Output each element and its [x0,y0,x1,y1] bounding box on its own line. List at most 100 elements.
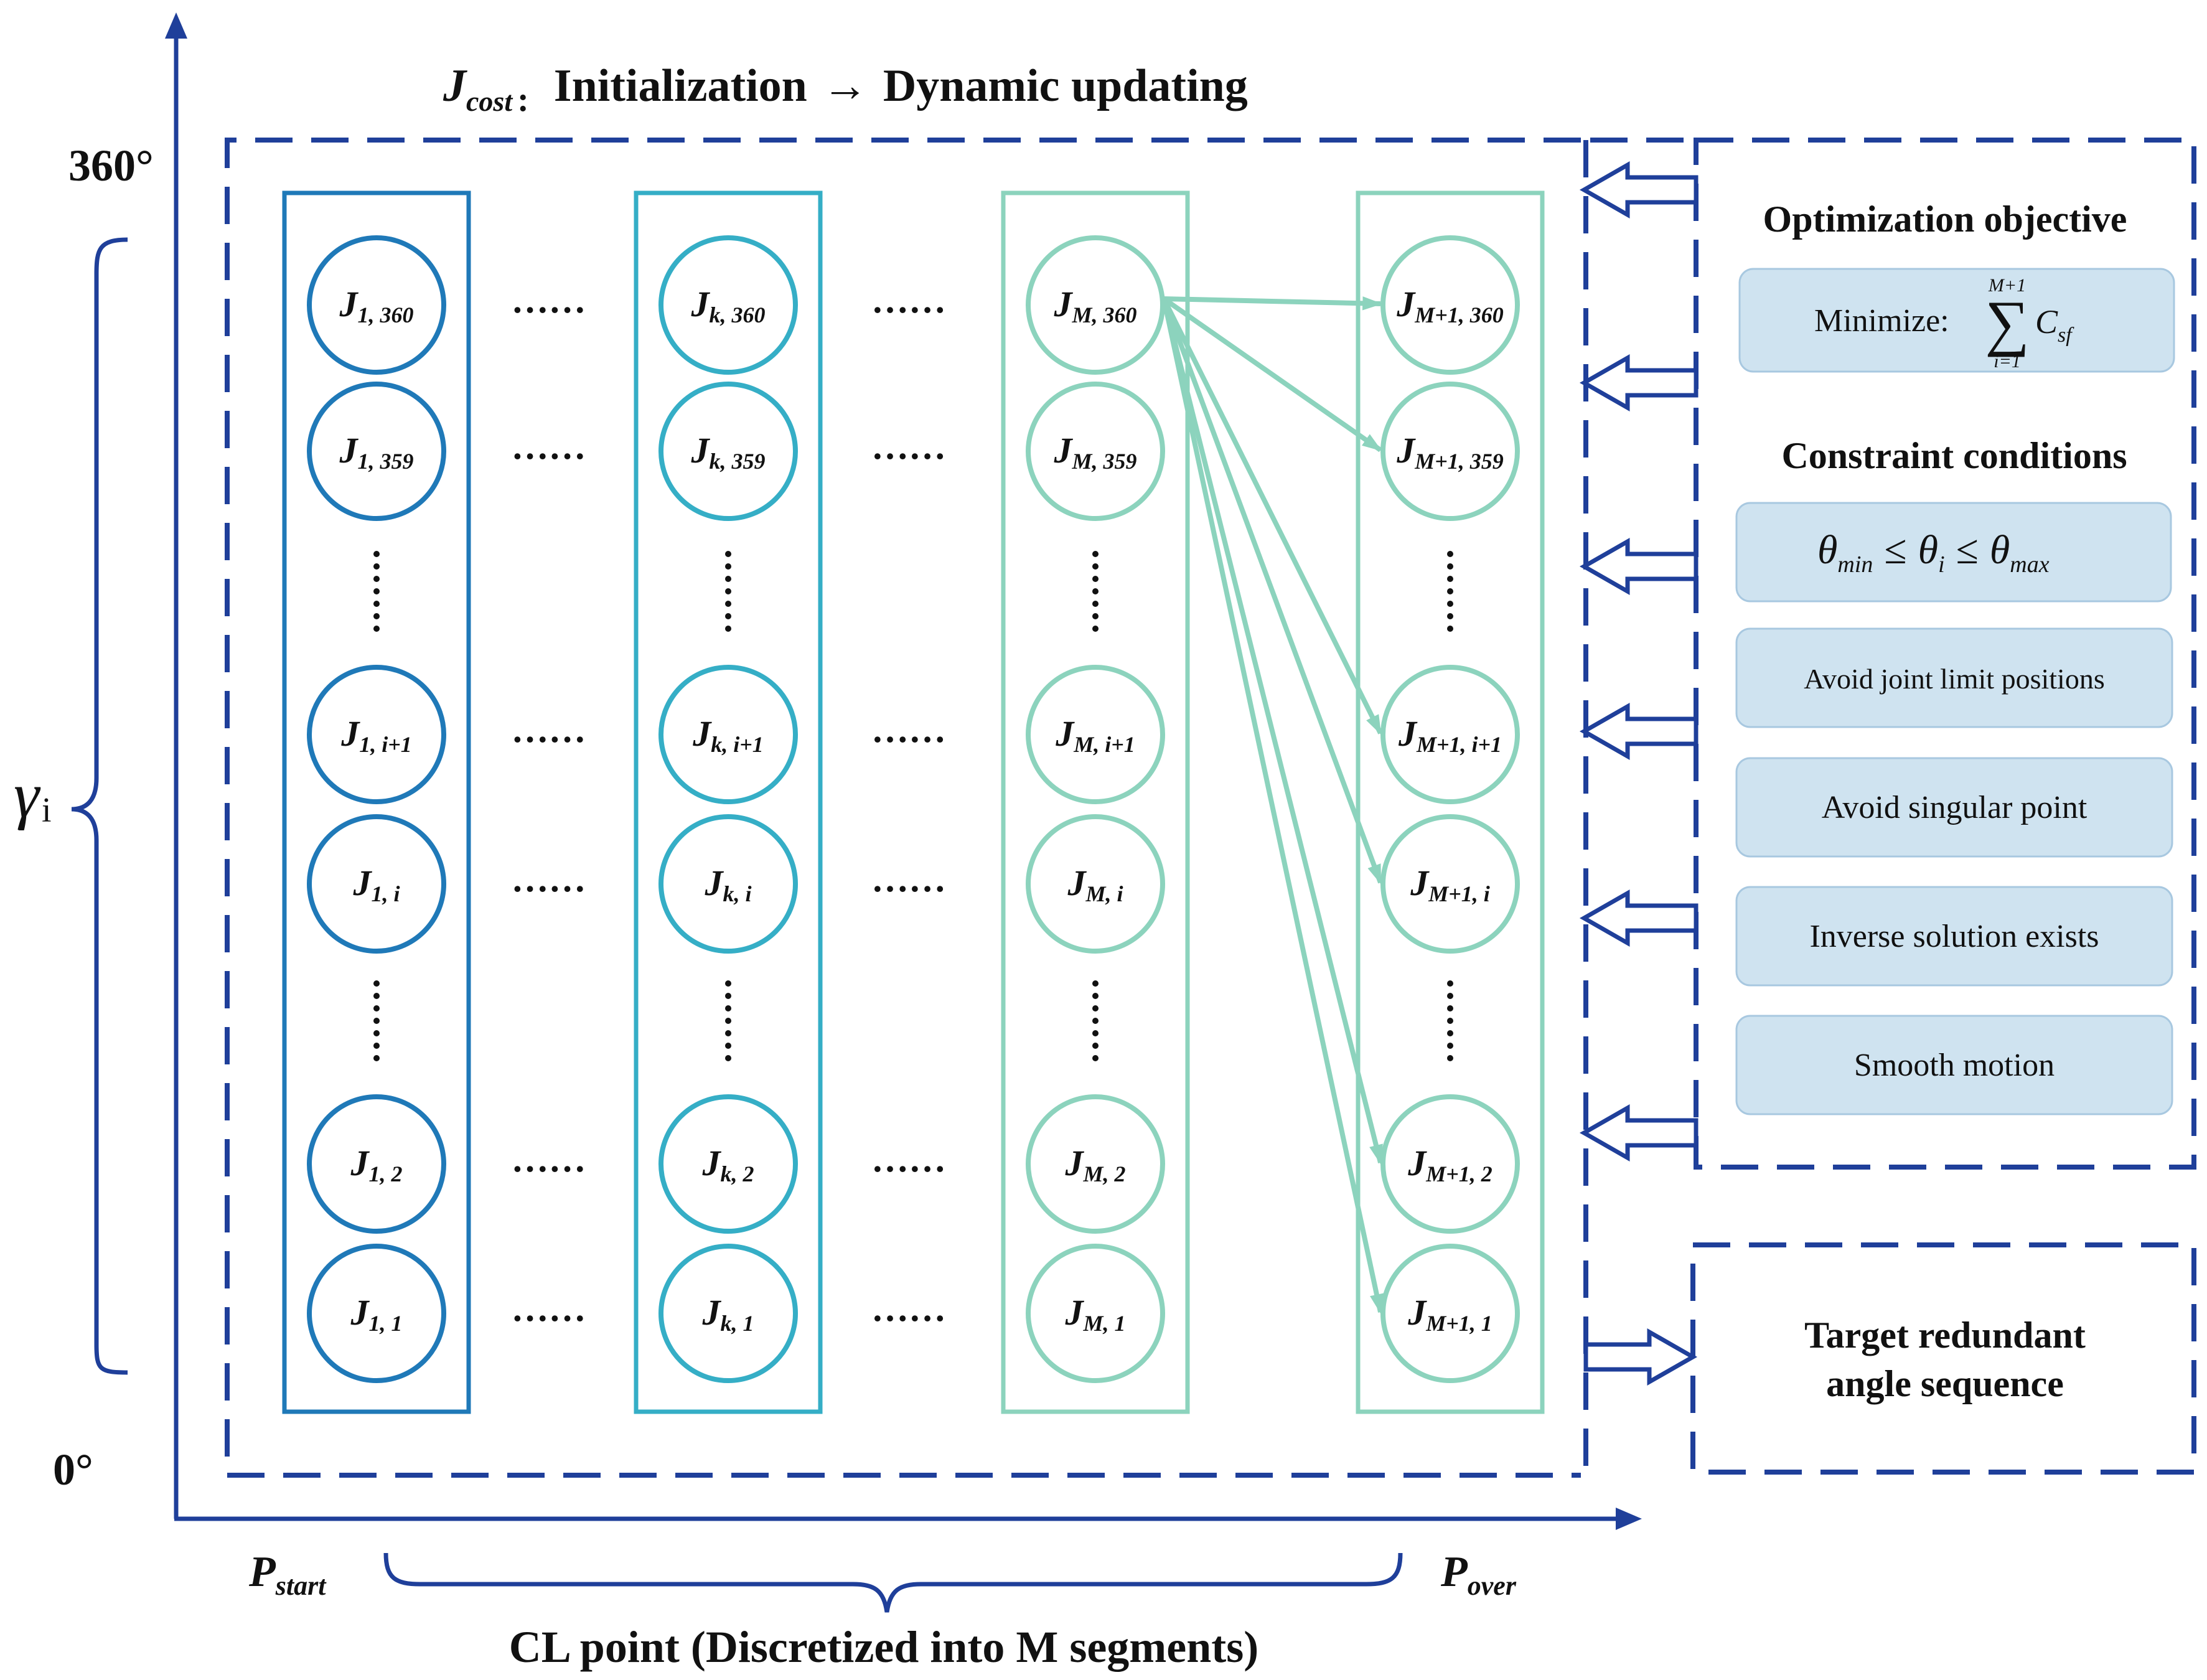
gamma-symbol: γ [14,759,41,831]
node-letter: J [691,430,711,471]
gamma-subscript: i [42,791,52,830]
node-subscript: M, 360 [1071,303,1136,327]
vertical-dot [725,980,731,987]
transition-arrow [1161,298,1383,735]
vertical-dot [725,1005,731,1011]
vertical-dot [1447,1030,1453,1036]
vertical-dot [1092,576,1099,582]
node-letter: J [1398,713,1418,754]
node-label: J1, 1 [350,1292,403,1336]
sum-lower: i=1 [1994,351,2021,372]
x-axis-caption: CL point (Discretized into M segments) [509,1622,1259,1672]
node-label: JM, 359 [1053,430,1136,474]
leq-2: ≤ [1956,527,1979,573]
node-circle [307,1244,446,1383]
node-subscript: 1, 1 [369,1311,403,1336]
vertical-dot [1447,588,1453,594]
node-circle [307,665,446,804]
node-c4-4: JM+1, 2 [1380,1094,1520,1234]
header-arrow: → [822,60,868,111]
vertical-dot [373,980,380,987]
node-subscript: k, 2 [721,1161,754,1186]
constraint-item: Avoid joint limit positions [1735,627,2173,728]
target-arrow [1583,1328,1698,1386]
minimize-label: Minimize: [1814,303,1949,339]
node-subscript: k, 359 [710,449,766,474]
constraint-arrow [1579,1104,1699,1162]
vertical-dot [373,1005,380,1011]
node-letter: J [1064,1143,1084,1183]
vertical-dot [725,563,731,570]
constraint-arrow [1579,161,1699,219]
horizontal-ellipsis: …… [871,1138,946,1180]
jcost-main: J [443,60,467,111]
vertical-dot [373,576,380,582]
node-circle [1026,1244,1165,1383]
transition-arrow [1161,298,1383,885]
node-subscript: M, 1 [1082,1311,1125,1336]
node-subscript: M+1, 2 [1425,1161,1492,1186]
vertical-dot [1447,551,1453,557]
node-c1-3: J1, i [307,814,446,954]
y-axis-top-label: 360° [68,141,154,190]
node-letter: J [1053,430,1073,471]
node-circle [1026,235,1165,375]
vertical-dot [725,626,731,632]
node-label: Jk, 360 [691,284,766,327]
vertical-dot [1092,588,1099,594]
node-letter: J [1407,1292,1427,1333]
node-subscript: k, i+1 [711,732,764,757]
node-letter: J [1064,1292,1084,1333]
node-label: J1, 360 [339,284,414,327]
constraint-arrow [1579,354,1699,412]
node-c1-1: J1, 359 [307,382,446,521]
transition-arrow [1163,296,1383,311]
y-axis-bottom-label: 0° [53,1445,93,1495]
node-letter: J [692,713,712,754]
vertical-dot [1447,993,1453,999]
vertical-dot [1447,1055,1453,1061]
target-line-2: angle sequence [1826,1363,2064,1404]
node-label: JM, i+1 [1055,713,1135,757]
node-c4-0: JM+1, 360 [1380,235,1520,375]
vertical-dot [373,1043,380,1049]
node-label: Jk, i+1 [692,713,764,757]
vertical-dot [1447,1043,1453,1049]
vertical-dot [725,613,731,619]
node-letter: J [691,284,711,324]
node-c1-2: J1, i+1 [307,665,446,804]
p-start-sub: start [275,1570,327,1601]
node-c3-3: JM, i [1026,814,1165,954]
node-circle [1380,1094,1520,1234]
node-label: JM+1, 2 [1407,1143,1492,1186]
node-letter: J [1407,1143,1427,1183]
node-subscript: M+1, i [1428,881,1490,906]
vertical-dot [725,601,731,607]
node-letter: J [702,1292,722,1333]
constraints-title: Constraint conditions [1781,435,2127,476]
theta-max-symbol: θ [1990,527,2010,573]
vertical-dot [373,551,380,557]
jcost-sub: cost [466,85,513,117]
horizontal-ellipsis: …… [871,426,946,467]
theta-i-symbol: θ [1918,527,1938,573]
node-letter: J [339,430,359,471]
vertical-dot [1447,576,1453,582]
vertical-dot [725,1043,731,1049]
column-frame-c1 [282,190,471,1414]
node-c3-4: JM, 2 [1026,1094,1165,1234]
constraint-item: Avoid singular point [1735,757,2173,858]
node-letter: J [1410,863,1430,903]
vertical-dot [1092,1030,1099,1036]
constraint-label: Smooth motion [1854,1048,2055,1083]
node-label: JM+1, 1 [1407,1292,1492,1336]
node-c4-1: JM+1, 359 [1380,382,1520,521]
node-label: JM, i [1067,863,1123,906]
node-letter: J [704,863,724,903]
node-subscript: M, i+1 [1073,732,1135,757]
node-circle [658,1244,798,1383]
node-circle [1026,665,1165,804]
header-phrase-left: Initialization [554,60,807,111]
horizontal-ellipsis: …… [512,709,586,750]
